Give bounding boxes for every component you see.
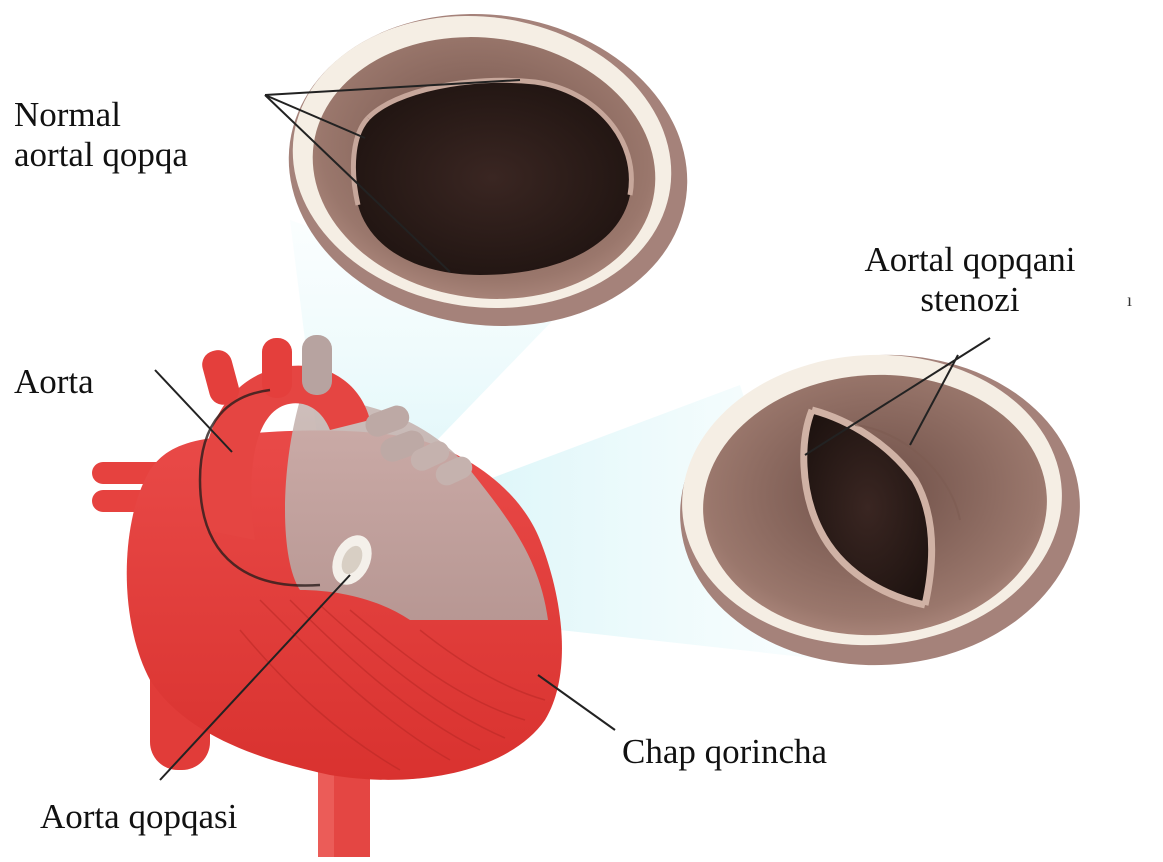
- label-left-ventricle: Chap qorincha: [622, 732, 827, 772]
- label-stenosis-line1: Aortal qopqani: [845, 240, 1095, 280]
- label-normal-line1: Normal: [14, 95, 188, 135]
- label-normal-valve: Normal aortal qopqa: [14, 95, 188, 175]
- label-stenosis-line2: stenozi: [845, 280, 1095, 320]
- carotid-artery: [262, 338, 292, 398]
- label-normal-line2: aortal qopqa: [14, 135, 188, 175]
- subclavian-artery: [302, 335, 332, 395]
- label-aorta: Aorta: [14, 362, 94, 402]
- normal-valve-opening: [353, 80, 631, 275]
- label-stenotic-valve: Aortal qopqani stenozi: [845, 240, 1095, 320]
- brachiocephalic-artery: [199, 347, 242, 408]
- label-aortic-valve: Aorta qopqasi: [40, 797, 237, 837]
- svg-text:ı: ı: [1127, 290, 1132, 310]
